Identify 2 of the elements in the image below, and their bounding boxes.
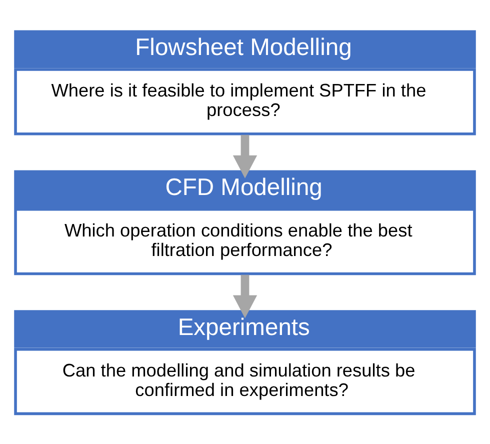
arrow (232, 274, 258, 318)
arrow (232, 134, 258, 178)
